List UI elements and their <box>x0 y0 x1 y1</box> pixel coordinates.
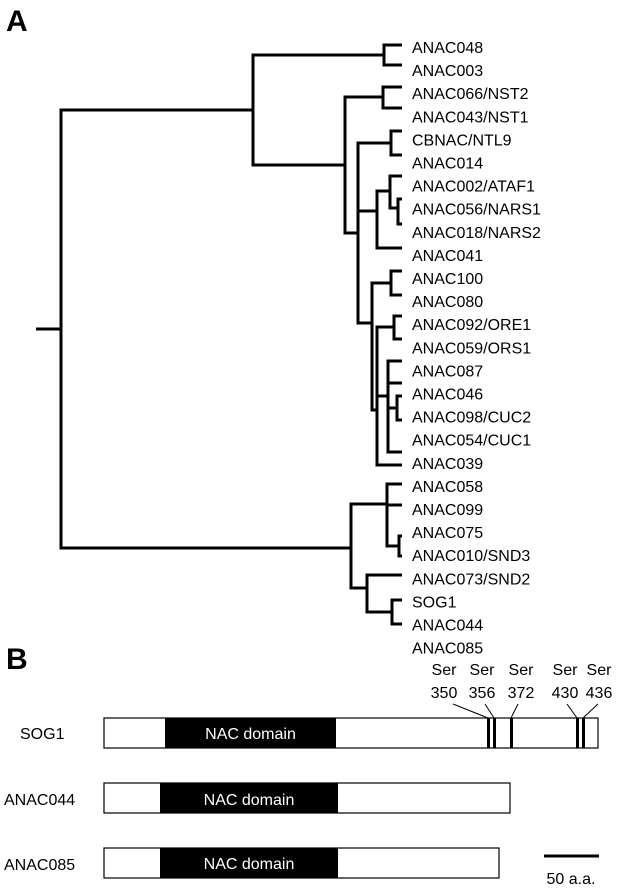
panel-a-letter: A <box>6 5 28 38</box>
phospho-site-bar-ser372 <box>510 718 513 748</box>
phospho-site-residue-ser372: Ser <box>509 662 535 679</box>
tree-leaf-label: ANAC059/ORS1 <box>412 340 531 357</box>
phospho-site-position-ser372: 372 <box>508 685 535 702</box>
phospho-site-residue-ser356: Ser <box>470 662 496 679</box>
panel-b-letter: B <box>6 643 28 676</box>
tree-leaf-label: ANAC099 <box>412 502 483 519</box>
phospho-site-bar-ser436 <box>582 718 585 748</box>
phospho-site-position-ser436: 436 <box>586 685 613 702</box>
tree-leaf-label: ANAC010/SND3 <box>412 548 530 565</box>
tree-leaf-label: ANAC066/NST2 <box>412 86 529 103</box>
phospho-site-position-ser350: 350 <box>431 685 458 702</box>
tree-leaf-label: ANAC092/ORE1 <box>412 317 531 334</box>
phospho-site-residue-ser436: Ser <box>587 662 613 679</box>
tree-leaf-label: ANAC044 <box>412 618 483 635</box>
protein-name-sog1: SOG1 <box>20 726 65 743</box>
nac-domain-box-anac085 <box>160 848 338 878</box>
phospho-site-residue-ser350: Ser <box>432 662 458 679</box>
protein-name-anac044: ANAC044 <box>4 792 75 809</box>
phospho-site-residue-ser430: Ser <box>553 662 579 679</box>
tree-leaf-label: ANAC002/ATAF1 <box>412 179 535 196</box>
phospho-site-position-ser430: 430 <box>552 685 579 702</box>
tree-leaf-label: ANAC058 <box>412 479 483 496</box>
protein-name-anac085: ANAC085 <box>4 857 75 874</box>
phospho-site-bar-ser356 <box>493 718 496 748</box>
nac-domain-box-anac044 <box>160 783 338 813</box>
nac-domain-label-anac085: NAC domain <box>204 856 295 873</box>
phospho-site-bar-ser430 <box>576 718 579 748</box>
phospho-site-leader-ser350 <box>452 703 489 719</box>
tree-leaf-label: ANAC056/NARS1 <box>412 202 541 219</box>
tree-leaf-label: ANAC043/NST1 <box>412 109 529 126</box>
tree-leaf-labels: ANAC048ANAC003ANAC066/NST2ANAC043/NST1CB… <box>412 40 541 658</box>
tree-leaf-label: ANAC100 <box>412 271 483 288</box>
nac-domain-label-sog1: NAC domain <box>205 726 296 743</box>
tree-leaf-label: ANAC046 <box>412 387 483 404</box>
tree-leaf-label: ANAC080 <box>412 294 483 311</box>
tree-leaf-label: ANAC048 <box>412 40 483 57</box>
tree-leaf-label: CBNAC/NTL9 <box>412 132 512 149</box>
scale-bar-label: 50 a.a. <box>547 871 596 888</box>
nac-domain-box-sog1 <box>165 718 336 748</box>
phospho-site-leader-ser356 <box>484 703 495 719</box>
nac-domain-label-anac044: NAC domain <box>204 792 295 809</box>
tree-leaf-label: ANAC041 <box>412 248 483 265</box>
tree-leaf-label: ANAC075 <box>412 525 483 542</box>
tree-leaf-label: ANAC085 <box>412 641 483 658</box>
phospho-site-bar-ser350 <box>487 718 490 748</box>
tree-leaf-label: ANAC014 <box>412 156 483 173</box>
tree-leaf-label: ANAC098/CUC2 <box>412 410 531 427</box>
tree-leaf-label: ANAC003 <box>412 63 483 80</box>
tree-leaf-label: ANAC018/NARS2 <box>412 225 541 242</box>
tree-leaf-label: ANAC039 <box>412 456 483 473</box>
phospho-site-leader-ser436 <box>582 703 599 719</box>
tree-leaf-label: ANAC073/SND2 <box>412 571 530 588</box>
phylogenetic-tree <box>36 43 402 626</box>
tree-leaf-label: ANAC087 <box>412 363 483 380</box>
tree-leaf-label: ANAC054/CUC1 <box>412 433 531 450</box>
phospho-site-leader-ser372 <box>510 703 519 719</box>
phospho-site-position-ser356: 356 <box>469 685 496 702</box>
tree-leaf-label: SOG1 <box>412 594 457 611</box>
phospho-site-leader-ser430 <box>566 703 578 719</box>
